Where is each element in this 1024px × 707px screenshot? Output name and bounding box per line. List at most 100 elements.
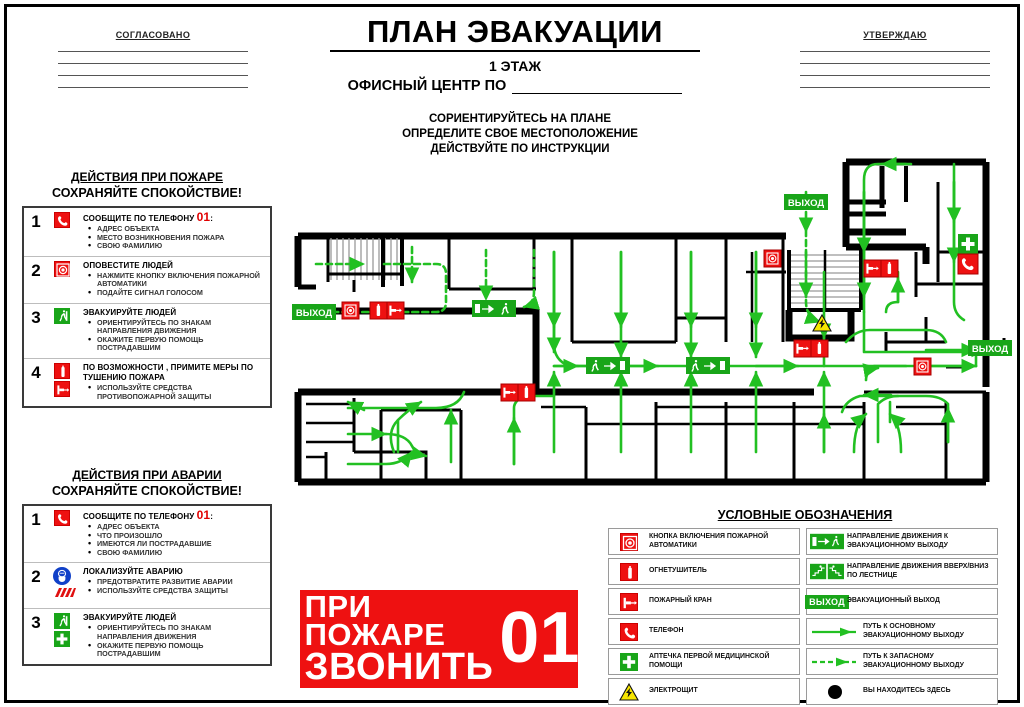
legend-column-right: НАПРАВЛЕНИЕ ДВИЖЕНИЯ К ЭВАКУАЦИОННОМУ ВЫ… [805, 528, 998, 705]
list-item: ИМЕЮТСЯ ЛИ ПОСТРАДАВШИЕ [88, 539, 267, 549]
approved-label: УТВЕРЖДАЮ [863, 30, 927, 40]
fire-panel-heading: ДЕЙСТВИЯ ПРИ ПОЖАРЕ СОХРАНЯЙТЕ СПОКОЙСТВ… [22, 170, 272, 200]
accident-step-1: 1 СООБЩИТЕ ПО ТЕЛЕФОНУ 01: АДРЕС ОБЪЕКТА… [24, 506, 270, 564]
list-item: ПОДАЙТЕ СИГНАЛ ГОЛОСОМ [88, 288, 267, 298]
fire-step-3-list: ОРИЕНТИРУЙТЕСЬ ПО ЗНАКАМ НАПРАВЛЕНИЯ ДВИ… [83, 318, 267, 353]
accident-step-2: 2 ЛОКАЛИЗУЙТЕ АВАРИЮ ПРЕДОТВРАТИТЕ РАЗВИ… [24, 563, 270, 610]
approved-block: УТВЕРЖДАЮ [800, 30, 990, 99]
agreed-signature-lines [58, 51, 248, 88]
list-item: ОРИЕНТИРУЙТЕСЬ ПО ЗНАКАМ НАПРАВЛЕНИЯ ДВИ… [88, 623, 267, 641]
accident-step-1-title: СООБЩИТЕ ПО ТЕЛЕФОНУ 01: [83, 508, 213, 522]
accident-step-1-list: АДРЕС ОБЪЕКТА ЧТО ПРОИЗОШЛО ИМЕЮТСЯ ЛИ П… [83, 522, 267, 557]
legend-row: АПТЕЧКА ПЕРВОЙ МЕДИЦИНСКОЙ ПОМОЩИ [608, 648, 800, 675]
orientation-instructions: СОРИЕНТИРУЙТЕСЬ НА ПЛАНЕ ОПРЕДЕЛИТЕ СВОЕ… [330, 112, 710, 157]
legend-label: ВЫ НАХОДИТЕСЬ ЗДЕСЬ [863, 687, 951, 695]
legend-label: АПТЕЧКА ПЕРВОЙ МЕДИЦИНСКОЙ ПОМОЩИ [649, 653, 770, 669]
legend-column-left: КНОПКА ВКЛЮЧЕНИЯ ПОЖАРНОЙ АВТОМАТИКИ ОГН… [608, 528, 800, 705]
accident-step-3-icons [45, 613, 79, 658]
fire-step-1: 1 СООБЩИТЕ ПО ТЕЛЕФОНУ 01: АДРЕС ОБЪЕКТА… [24, 208, 270, 257]
legend-row: ПУТЬ К ОСНОВНОМУ ЭВАКУАЦИОННОМУ ВЫХОДУ [806, 618, 998, 645]
plan-route-right-2 [952, 162, 966, 322]
plan-route-right-1 [862, 162, 913, 314]
svg-text:ВЫХОД: ВЫХОД [972, 344, 1009, 355]
accident-step-1-number: 1 [31, 510, 41, 529]
fire-step-2-title: ОПОВЕСТИТЕ ЛЮДЕЙ [83, 260, 174, 270]
fire-hydrant-icon [386, 301, 405, 320]
accident-step-2-text: ЛОКАЛИЗУЙТЕ АВАРИЮ ПРЕДОТВРАТИТЕ РАЗВИТИ… [79, 567, 267, 603]
direction-to-exit-icon [686, 357, 730, 374]
direction-to-exit-icon [472, 300, 516, 317]
exit-sign-left: ВЫХОД [292, 304, 336, 320]
list-item: АДРЕС ОБЪЕКТА [88, 522, 267, 532]
direction-to-exit-icon [586, 357, 630, 374]
list-item: ЧТО ПРОИЗОШЛО [88, 531, 267, 541]
floor-plan: ВЫХОД ВЫХОД ВЫХОД [286, 152, 1014, 487]
electric-hazard-icon [812, 313, 832, 332]
page-title: ПЛАН ЭВАКУАЦИИ [330, 16, 700, 52]
fire-step-1-icons [45, 212, 79, 251]
plan-route-2 [346, 390, 466, 410]
legend-label: ПУТЬ К ОСНОВНОМУ ЭВАКУАЦИОННОМУ ВЫХОДУ [863, 623, 964, 639]
list-item: ОКАЖИТЕ ПЕРВУЮ ПОМОЩЬ ПОСТРАДАВШИМ [88, 335, 267, 353]
fire-extinguisher-icon [612, 562, 646, 581]
emergency-exit-green-icon [54, 613, 70, 630]
document-frame [4, 4, 1020, 703]
first-aid-green-icon [54, 631, 70, 648]
legend-label: ТЕЛЕФОН [649, 627, 684, 635]
exit-sign-text: ВЫХОД [805, 594, 849, 609]
exit-sign-right: ВЫХОД [968, 340, 1012, 356]
accident-panel-subtitle: СОХРАНЯЙТЕ СПОКОЙСТВИЕ! [52, 484, 242, 498]
fire-step-1-list: АДРЕС ОБЪЕКТА МЕСТО ВОЗНИКНОВЕНИЯ ПОЖАРА… [83, 224, 267, 251]
fire-step-3-text: ЭВАКУИРУЙТЕ ЛЮДЕЙ ОРИЕНТИРУЙТЕСЬ ПО ЗНАК… [79, 308, 267, 353]
legend-table: КНОПКА ВКЛЮЧЕНИЯ ПОЖАРНОЙ АВТОМАТИКИ ОГН… [608, 528, 998, 705]
fire-alarm-button-icon [341, 301, 360, 320]
fire-hydrant-icon [863, 259, 882, 278]
respirator-blue-icon [53, 567, 71, 586]
accident-step-3-number: 3 [31, 613, 41, 633]
legend-row: НАПРАВЛЕНИЕ ДВИЖЕНИЯ К ЭВАКУАЦИОННОМУ ВЫ… [806, 528, 998, 555]
electric-hazard-icon [612, 682, 646, 701]
legend-row: ОГНЕТУШИТЕЛЬ [608, 558, 800, 585]
legend-label: ПОЖАРНЫЙ КРАН [649, 597, 712, 605]
legend-row: ВЫХОД ЭВАКУАЦИОННЫЙ ВЫХОД [805, 588, 998, 615]
fire-step-4-list: ИСПОЛЬЗУЙТЕ СРЕДСТВА ПРОТИВОПОЖАРНОЙ ЗАЩ… [83, 383, 267, 401]
emergency-exit-green-icon [54, 307, 70, 324]
legend-label: ПУТЬ К ЗАПАСНОМУ ЭВАКУАЦИОННОМУ ВЫХОДУ [863, 653, 964, 669]
fire-extinguisher-icon [369, 301, 388, 320]
phone-red-icon [612, 622, 646, 641]
accident-actions-box: 1 СООБЩИТЕ ПО ТЕЛЕФОНУ 01: АДРЕС ОБЪЕКТА… [22, 504, 272, 666]
list-item: ИСПОЛЬЗУЙТЕ СРЕДСТВА ЗАЩИТЫ [88, 586, 267, 596]
fire-hydrant-icon [500, 383, 519, 402]
fire-hydrant-icon [54, 380, 70, 397]
solid-green-arrow-icon [810, 626, 860, 638]
fire-step-4-title: ПО ВОЗМОЖНОСТИ , ПРИМИТЕ МЕРЫ ПО ТУШЕНИЮ… [83, 362, 254, 382]
fire-alarm-button-icon [913, 357, 932, 376]
first-aid-green-icon [958, 234, 978, 254]
fire-step-2-number: 2 [31, 260, 41, 280]
fire-alarm-button-icon [54, 260, 70, 277]
fire-step-4: 4 ПО ВОЗМОЖНОСТИ , ПРИМИТЕ МЕРЫ ПО ТУШЕН… [24, 359, 270, 406]
list-item: ИСПОЛЬЗУЙТЕ СРЕДСТВА ПРОТИВОПОЖАРНОЙ ЗАЩ… [88, 383, 267, 401]
approved-signature-lines [800, 51, 990, 88]
direction-to-exit-icon [810, 532, 844, 551]
legend-title: УСЛОВНЫЕ ОБОЗНАЧЕНИЯ [717, 508, 893, 522]
legend-label: ЭВАКУАЦИОННЫЙ ВЫХОД [847, 597, 940, 605]
fire-step-1-number: 1 [31, 212, 41, 231]
phone-red-icon [957, 253, 979, 275]
legend-row: ПУТЬ К ЗАПАСНОМУ ЭВАКУАЦИОННОМУ ВЫХОДУ [806, 648, 998, 675]
fire-extinguisher-icon [54, 362, 70, 379]
fire-extinguisher-icon [810, 339, 829, 358]
hazard-stripes-icon [54, 587, 76, 604]
fire-hydrant-icon [793, 339, 812, 358]
you-are-here-dot-icon [810, 684, 860, 700]
legend-row: НАПРАВЛЕНИЕ ДВИЖЕНИЯ ВВЕРХ/ВНИЗ ПО ЛЕСТН… [806, 558, 998, 585]
fire-step-3-number: 3 [31, 307, 41, 327]
instruction-line-1: СОРИЕНТИРУЙТЕСЬ НА ПЛАНЕ [429, 113, 611, 125]
instruction-line-2: ОПРЕДЕЛИТЕ СВОЕ МЕСТОПОЛОЖЕНИЕ [402, 128, 638, 140]
fire-step-4-icons [45, 362, 79, 401]
fire-alarm-button-icon [763, 249, 782, 268]
accident-step-2-list: ПРЕДОТВРАТИТЕ РАЗВИТИЕ АВАРИИ ИСПОЛЬЗУЙТ… [83, 577, 267, 596]
fire-panel-subtitle: СОХРАНЯЙТЕ СПОКОЙСТВИЕ! [52, 186, 242, 200]
fire-step-1-text: СООБЩИТЕ ПО ТЕЛЕФОНУ 01: АДРЕС ОБЪЕКТА М… [79, 211, 267, 251]
